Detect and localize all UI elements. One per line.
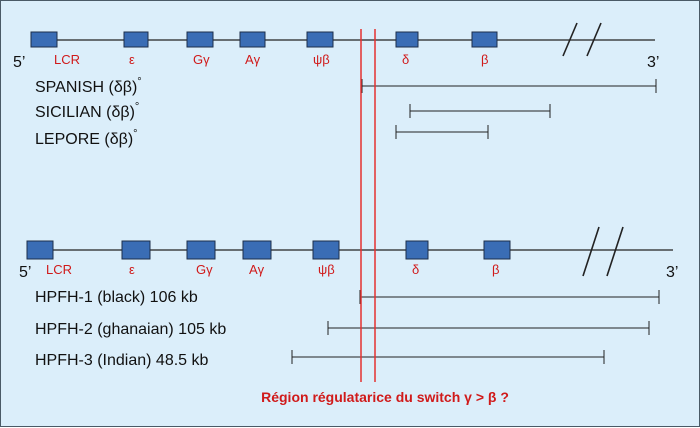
deletion-label-hpfh-2: HPFH-2 (ghanaian) 105 kb [35, 321, 226, 338]
bottom-gene-box-a-gamma [242, 240, 272, 260]
top-break-mark-2 [586, 22, 602, 57]
top-deletions: SPANISH (δβ)° SICILIAN (δβ)° LEPORE (δβ)… [35, 76, 657, 148]
bottom-gene-box-beta [483, 240, 511, 260]
bottom-deletions: HPFH-1 (black) 106 kb HPFH-2 (ghanaian) … [35, 289, 660, 369]
top-gene-label-epsilon: ε [129, 52, 135, 67]
top-gene-box-epsilon [123, 31, 149, 48]
bottom-3-prime-label: 3’ [666, 264, 678, 281]
bottom-gene-label-lcr: LCR [46, 262, 72, 277]
top-gene-box-lcr [30, 31, 58, 48]
top-gene-box-delta [395, 31, 419, 48]
bottom-5-prime-label: 5’ [19, 264, 31, 281]
top-gene-label-delta: δ [402, 52, 409, 67]
top-5-prime-label: 5’ [13, 54, 25, 71]
deletion-label-hpfh-3: HPFH-3 (Indian) 48.5 kb [35, 352, 209, 369]
bottom-gene-label-delta: δ [412, 262, 419, 277]
top-3-prime-label: 3’ [647, 54, 659, 71]
top-gene-label-beta: β [481, 52, 488, 67]
top-gene-label-lcr: LCR [54, 52, 80, 67]
top-gene-label-a-gamma: Aγ [245, 52, 261, 67]
top-gene-box-g-gamma [186, 31, 214, 48]
bottom-locus: 5’ 3’ LCR ε Gγ Aγ ψβ δ β [19, 226, 678, 281]
bottom-gene-box-psi-beta [312, 240, 340, 260]
top-gene-box-psi-beta [306, 31, 334, 48]
bottom-break-mark-2 [606, 226, 624, 277]
bottom-gene-box-delta [405, 240, 429, 260]
top-locus: 5’ 3’ LCR ε Gγ Aγ ψβ δ β [13, 22, 659, 71]
top-gene-box-beta [471, 31, 498, 48]
bottom-gene-label-a-gamma: Aγ [249, 262, 265, 277]
top-gene-label-psi-beta: ψβ [313, 52, 330, 67]
deletion-label-lepore: LEPORE (δβ)° [35, 128, 138, 148]
bottom-gene-label-beta: β [492, 262, 499, 277]
deletion-label-hpfh-1: HPFH-1 (black) 106 kb [35, 289, 198, 306]
bottom-break-mark-1 [582, 226, 600, 277]
bottom-gene-label-psi-beta: ψβ [318, 262, 335, 277]
bottom-gene-label-epsilon: ε [129, 262, 135, 277]
top-gene-box-a-gamma [239, 31, 266, 48]
bottom-gene-box-lcr [26, 240, 54, 260]
deletion-label-spanish: SPANISH (δβ)° [35, 76, 142, 96]
top-break-mark-1 [562, 22, 578, 57]
regulatory-region-caption: Région régulatarice du switch γ > β ? [261, 389, 509, 405]
bottom-gene-box-g-gamma [186, 240, 216, 260]
bottom-gene-label-g-gamma: Gγ [196, 262, 213, 277]
top-gene-label-g-gamma: Gγ [193, 52, 210, 67]
deletion-label-sicilian: SICILIAN (δβ)° [35, 101, 139, 121]
bottom-gene-box-epsilon [121, 240, 151, 260]
